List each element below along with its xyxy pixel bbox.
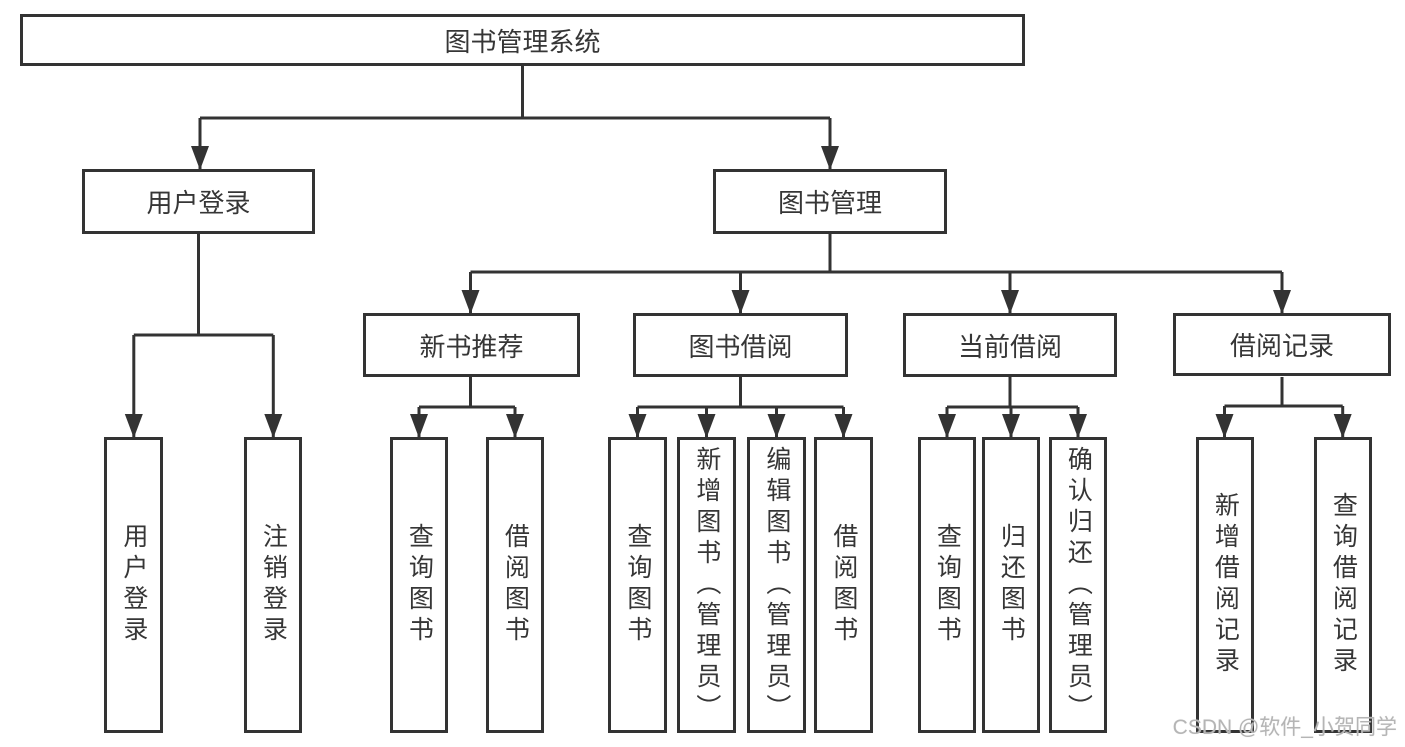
leaf-query-books-current: 查询图书 [918,437,976,733]
node-root-label: 图书管理系统 [444,26,601,57]
node-root: 图书管理系统 [20,14,1025,66]
node-new-book-recommendation: 新书推荐 [363,313,580,377]
leaf-query-books-recommend: 查询图书 [390,437,448,733]
leaf-add-borrow-record: 新增借阅记录 [1196,437,1254,733]
leaf-add-books-admin: 新增图书（管理员） [677,437,736,733]
node-current-borrowing: 当前借阅 [903,313,1117,377]
leaf-user-login: 用户登录 [104,437,163,733]
node-user-login-label: 用户登录 [146,188,251,218]
leaf-query-books-borrowing: 查询图书 [608,437,667,733]
leaf-return-books: 归还图书 [982,437,1040,733]
leaf-borrow-books-recommend: 借阅图书 [486,437,544,733]
watermark-text: CSDN @软件_小贺同学 [1172,716,1397,739]
node-user-login: 用户登录 [82,169,315,234]
leaf-confirm-return-admin: 确认归还（管理员） [1049,437,1107,733]
node-borrowing-records: 借阅记录 [1173,313,1391,376]
node-book-management-label: 图书管理 [777,188,882,218]
leaf-logout: 注销登录 [244,437,302,733]
node-borrowing-records-label: 借阅记录 [1229,331,1334,361]
leaf-query-borrow-record: 查询借阅记录 [1314,437,1372,733]
node-book-borrowing: 图书借阅 [633,313,848,377]
leaf-borrow-books: 借阅图书 [814,437,873,733]
node-book-borrowing-label: 图书借阅 [688,331,793,362]
node-book-management: 图书管理 [713,169,947,234]
node-current-borrowing-label: 当前借阅 [957,331,1062,362]
node-new-book-recommendation-label: 新书推荐 [419,331,524,362]
leaf-edit-books-admin: 编辑图书（管理员） [747,437,806,733]
